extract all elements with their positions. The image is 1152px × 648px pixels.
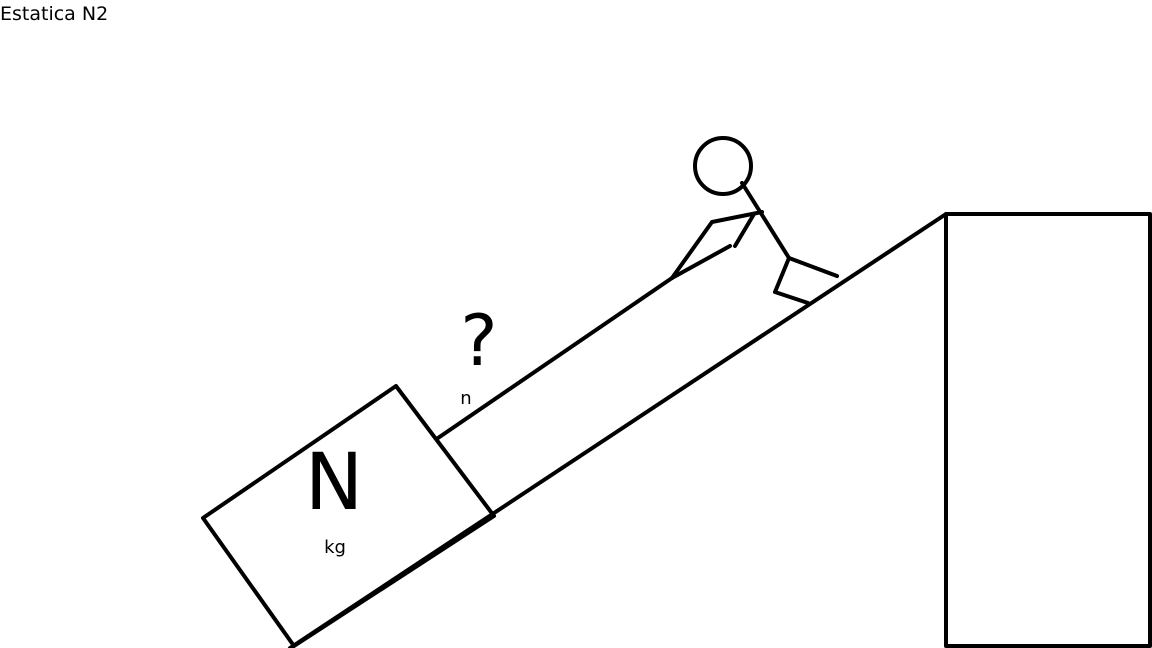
person-arm-front [733,212,756,248]
block [201,384,496,648]
person-leg-back [773,256,810,305]
person-torso [740,181,791,260]
person-figure [670,136,839,305]
support-pillar [944,212,1152,648]
person-arm-back [670,210,764,280]
rope [436,276,674,440]
person-hands [670,244,732,280]
mass-unit-label: kg [324,537,346,558]
tension-unit-label: n [460,388,471,409]
person-leg-front [787,256,839,278]
person-head [693,136,753,196]
tension-symbol-label: ? [460,300,497,382]
mass-symbol-label: N [305,438,363,528]
page-title: Estatica N2 [0,3,109,25]
